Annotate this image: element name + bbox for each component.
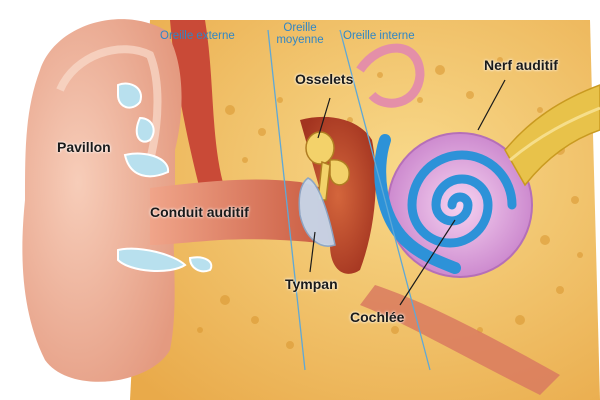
cochlea	[374, 132, 533, 278]
muscle-tissue	[170, 20, 225, 190]
tympan-label: Tympan	[285, 276, 338, 292]
vestibule-canal	[374, 134, 461, 274]
semicircular-canal	[356, 43, 425, 108]
eardrum	[298, 177, 336, 247]
pavillon-label: Pavillon	[57, 139, 111, 155]
outer-ear-label: Oreille externe	[160, 30, 235, 42]
cochlee-label: Cochlée	[350, 309, 405, 325]
osselets-label: Osselets	[295, 71, 354, 87]
ossicles	[305, 131, 350, 201]
inner-ear-label: Oreille interne	[343, 30, 415, 42]
nerf-label: Nerf auditif	[484, 57, 558, 73]
conduit-label: Conduit auditif	[150, 204, 249, 220]
cartilage	[117, 82, 213, 273]
auditory-nerve	[504, 84, 600, 187]
cochlea-spiral	[407, 150, 517, 248]
auricle-fold	[56, 45, 162, 161]
auricle	[22, 19, 182, 382]
label-leaders	[309, 79, 506, 306]
ear-canal	[150, 179, 335, 245]
eustachian-tube	[360, 285, 560, 395]
region-dividers	[267, 29, 431, 371]
middle-ear-label: Oreille moyenne	[265, 22, 335, 46]
middle-ear-label-line2: moyenne	[276, 34, 324, 47]
middle-ear-label-line1: Oreille	[283, 22, 317, 34]
